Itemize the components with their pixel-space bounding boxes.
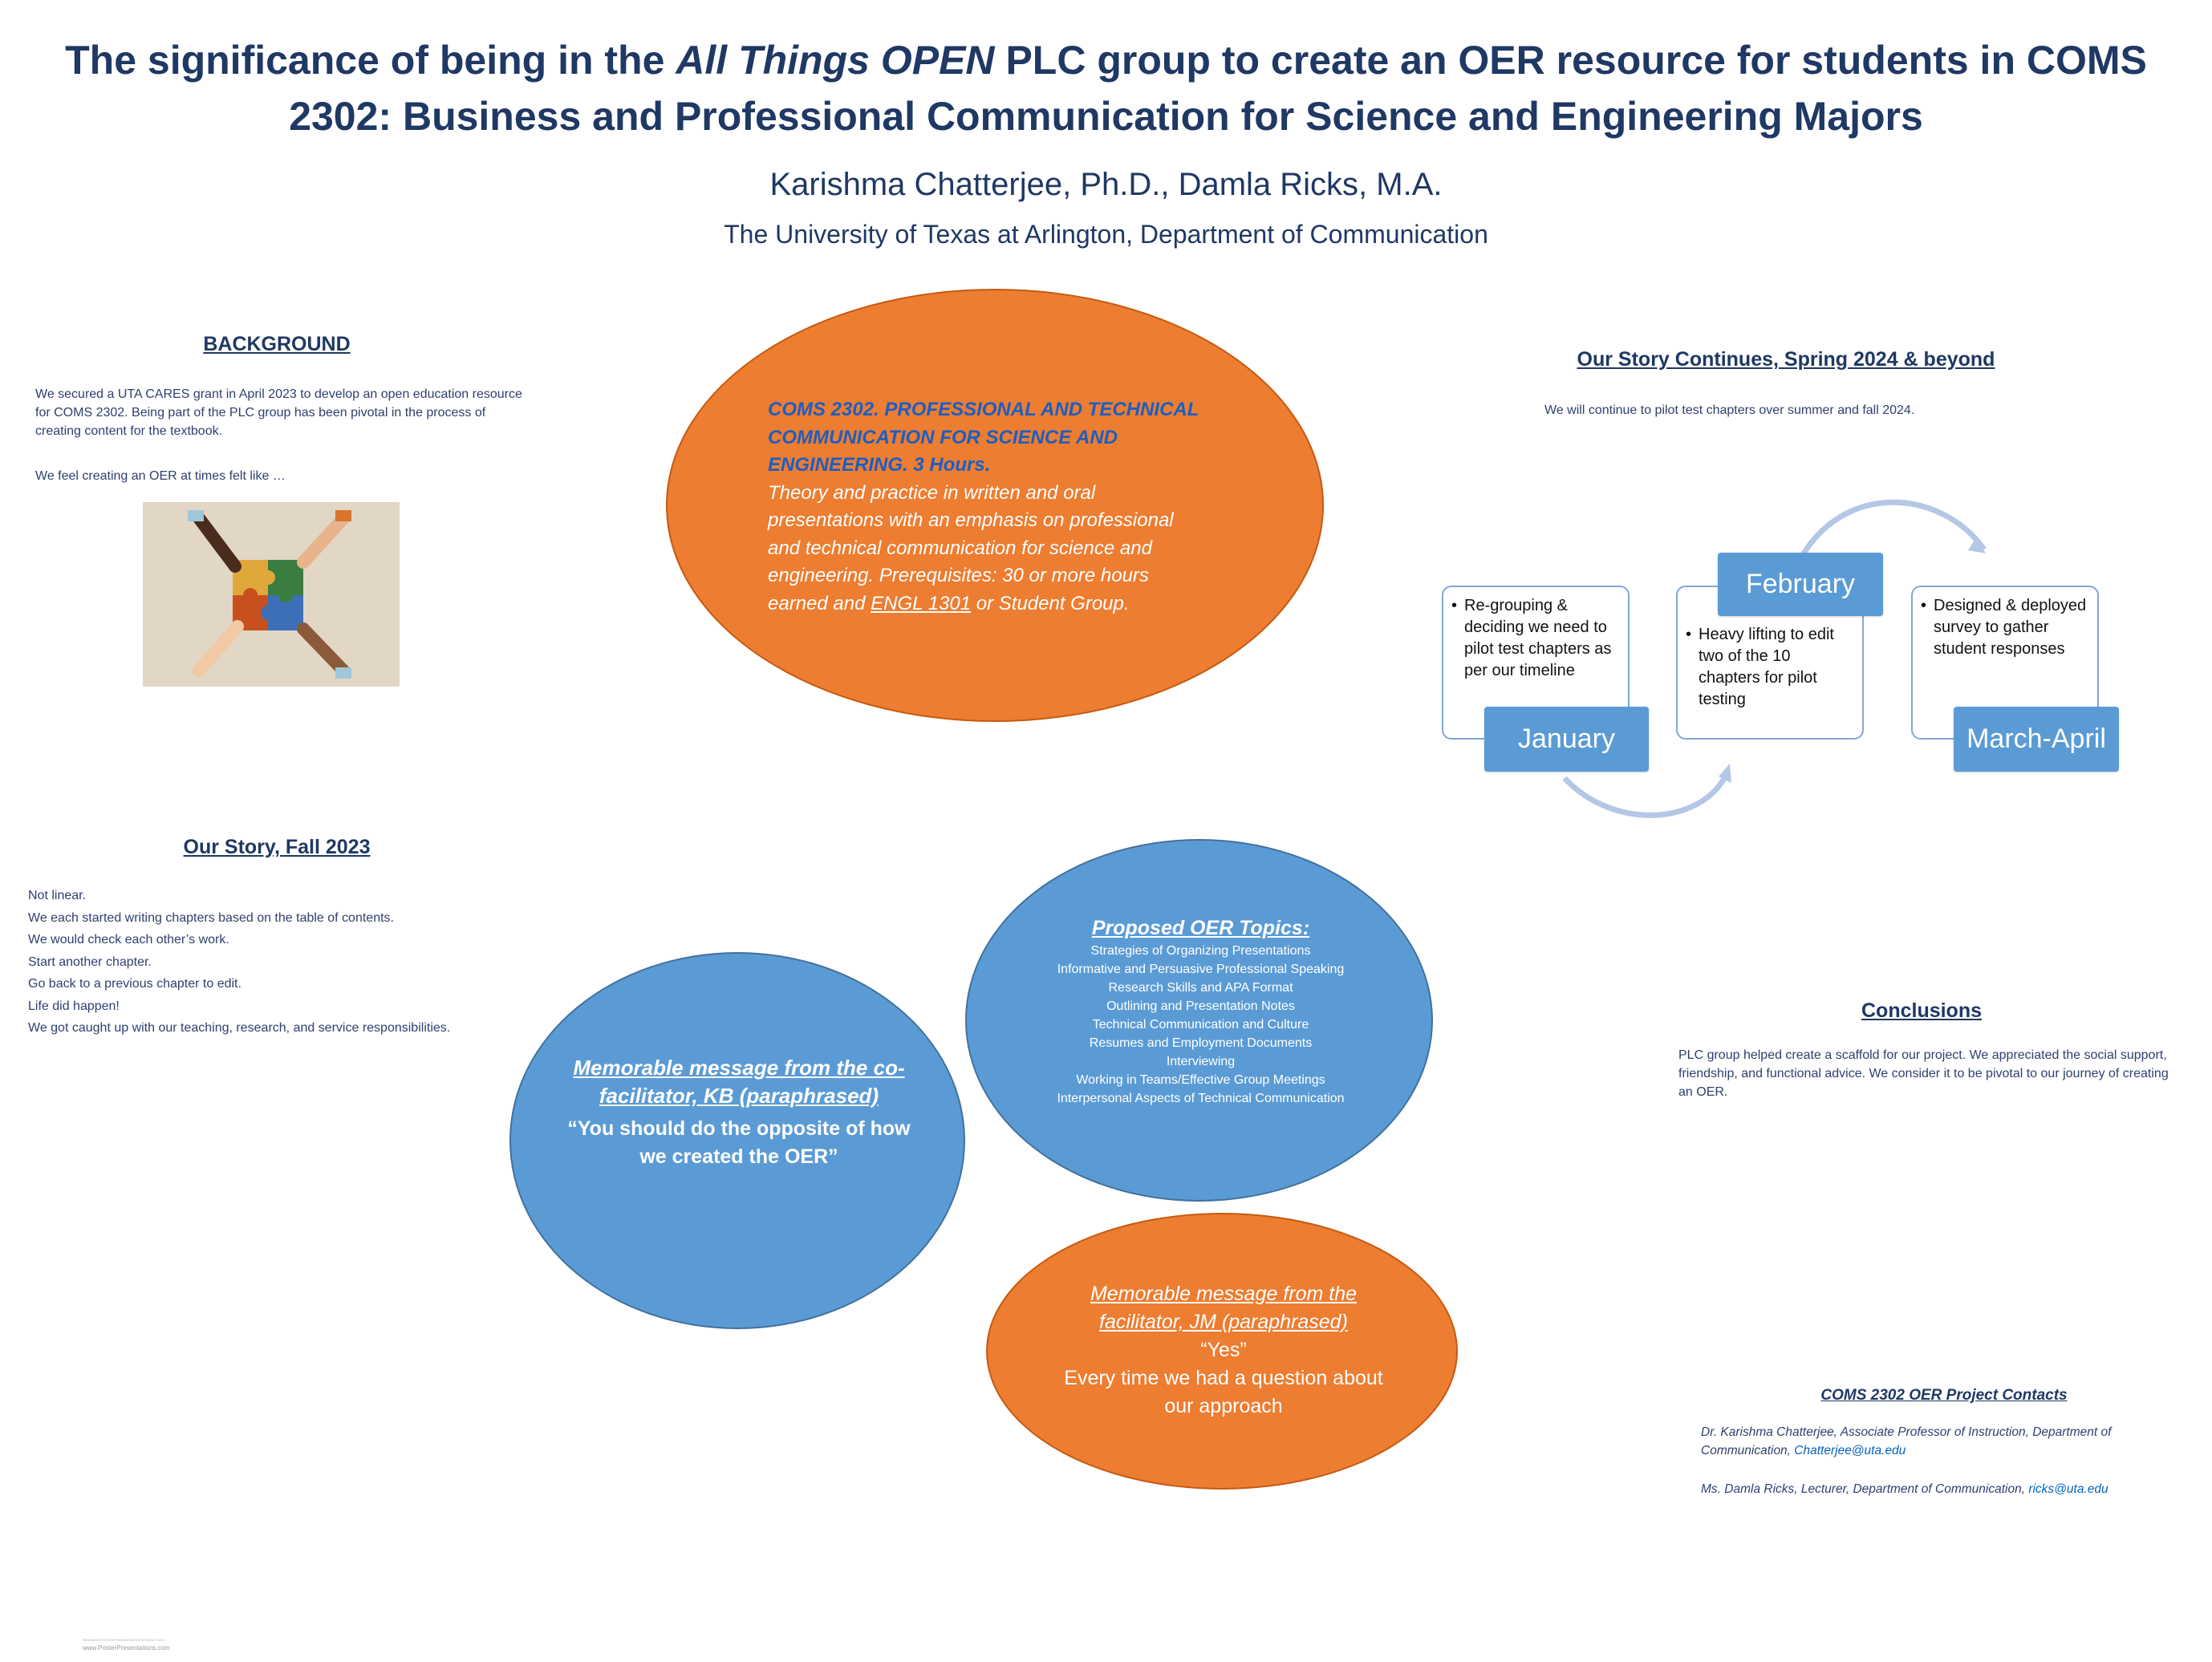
kb-quote: “You should do the opposite of how we cr… (567, 1117, 911, 1168)
ricks-email-link[interactable]: ricks@uta.edu (2028, 1482, 2109, 1496)
title-text-rest: PLC group to create an OER resource for … (289, 38, 2147, 139)
course-desc-line: earned and ENGL 1301 or Student Group. (768, 590, 1199, 618)
fall-line: Not linear. (28, 889, 87, 902)
authors: Karishma Chatterjee, Ph.D., Damla Ricks,… (769, 167, 1443, 202)
course-desc-text: earned and (768, 592, 871, 614)
step-bullet: Designed & deployed survey to gather stu… (1934, 595, 2089, 660)
poster-title: The significance of being in the All Thi… (48, 32, 2164, 144)
background-heading: BACKGROUND (203, 333, 351, 355)
contact-chatterjee: Dr. Karishma Chatterjee, Associate Profe… (1701, 1423, 2150, 1460)
engl-1301-link[interactable]: ENGL 1301 (871, 592, 972, 614)
arrowhead-icon (1719, 764, 1731, 783)
course-heading-line: ENGINEERING. 3 Hours. (768, 454, 991, 476)
background-feel: We feel creating an OER at times felt li… (35, 469, 286, 483)
month-january: January (1484, 707, 1649, 772)
puzzle-hands-image (143, 502, 400, 687)
course-description: COMS 2302. PROFESSIONAL AND TECHNICAL CO… (768, 396, 1199, 618)
timeline-arrows (1562, 499, 1987, 818)
title-text: The significance of being in the (65, 38, 676, 83)
topic-item: Working in Teams/Effective Group Meeting… (1076, 1073, 1325, 1087)
jm-message-ellipse: Memorable message from the facilitator, … (986, 1213, 1458, 1490)
topic-item: Technical Communication and Culture (1092, 1018, 1309, 1032)
conclusions-text: PLC group helped create a scaffold for o… (1678, 1048, 2169, 1099)
arrow-jan-to-feb (1562, 772, 1730, 818)
chatterjee-email-link[interactable]: Chatterjee@uta.edu (1794, 1444, 1906, 1457)
contact-text: Dr. Karishma Chatterjee, Associate Profe… (1701, 1425, 2112, 1457)
topics-ellipse: Proposed OER Topics: Strategies of Organ… (965, 839, 1433, 1202)
topics-heading: Proposed OER Topics: (1091, 917, 1310, 939)
affiliation: The University of Texas at Arlington, De… (724, 220, 1488, 249)
arrow-feb-to-march (1798, 499, 1987, 559)
contact-ricks: Ms. Damla Ricks, Lecturer, Department of… (1701, 1480, 2109, 1498)
topic-item: Informative and Persuasive Professional … (1057, 963, 1345, 976)
course-desc-line: and technical communication for science … (768, 537, 1152, 559)
course-desc-line: Theory and practice in written and oral (768, 481, 1096, 504)
jm-heading: Memorable message from the facilitator, … (1090, 1283, 1358, 1333)
jm-quote: “Yes” (1200, 1339, 1247, 1361)
course-desc-line: engineering. Prerequisites: 30 or more h… (768, 565, 1149, 586)
title-italic: All Things OPEN (676, 38, 995, 83)
course-desc: Theory and practice in written and oral … (768, 480, 1199, 618)
fall-line: Life did happen! (28, 999, 120, 1013)
topic-item: Resumes and Employment Documents (1089, 1036, 1313, 1050)
course-heading-line: COMMUNICATION FOR SCIENCE AND (768, 426, 1118, 448)
spring-heading: Our Story Continues, Spring 2024 & beyon… (1577, 348, 1995, 371)
fall-heading: Our Story, Fall 2023 (183, 836, 371, 858)
fall-list: Not linear. We each started writing chap… (28, 885, 450, 1040)
month-march-april: March-April (1954, 707, 2119, 772)
kb-message-ellipse: Memorable message from the co-facilitato… (509, 952, 965, 1329)
kb-heading: Memorable message from the co-facilitato… (573, 1056, 905, 1108)
topic-item: Interpersonal Aspects of Technical Commu… (1057, 1092, 1345, 1105)
jm-text: Every time we had a question about our a… (1064, 1367, 1383, 1417)
step-bullet: Heavy lifting to edit two of the 10 chap… (1699, 624, 1854, 711)
topics-list: Strategies of Organizing Presentations I… (967, 942, 1435, 1108)
course-desc-line: presentations with an emphasis on profes… (768, 509, 1174, 531)
topic-item: Strategies of Organizing Presentations (1090, 944, 1311, 958)
footer-small: RESEARCH POSTER PRESENTATION DESIGN © 20… (83, 1638, 164, 1642)
course-desc-text: or Student Group. (971, 592, 1130, 614)
fall-line: We would check each other’s work. (28, 933, 229, 947)
conclusions-heading: Conclusions (1861, 999, 1983, 1022)
month-february: February (1718, 553, 1883, 616)
footer-site: www.PosterPresentations.com (83, 1644, 170, 1652)
arrowhead-icon (1968, 537, 1986, 553)
contact-text: Ms. Damla Ricks, Lecturer, Department of… (1701, 1482, 2029, 1496)
contacts-heading: COMS 2302 OER Project Contacts (1820, 1387, 2068, 1404)
spring-text: We will continue to pilot test chapters … (1544, 403, 1915, 417)
fall-line: We got caught up with our teaching, rese… (28, 1021, 451, 1035)
step-bullet: Re-grouping & deciding we need to pilot … (1464, 595, 1620, 682)
topic-item: Research Skills and APA Format (1108, 981, 1293, 995)
topic-item: Interviewing (1166, 1055, 1236, 1068)
fall-line: Start another chapter. (28, 955, 152, 969)
course-description-ellipse: COMS 2302. PROFESSIONAL AND TECHNICAL CO… (666, 289, 1324, 722)
topic-item: Outlining and Presentation Notes (1106, 999, 1295, 1013)
course-heading: COMS 2302. PROFESSIONAL AND TECHNICAL CO… (768, 396, 1199, 480)
course-heading-line: COMS 2302. PROFESSIONAL AND TECHNICAL (768, 399, 1199, 420)
fall-line: Go back to a previous chapter to edit. (28, 977, 241, 991)
background-paragraph: We secured a UTA CARES grant in April 20… (35, 387, 522, 438)
fall-line: We each started writing chapters based o… (28, 910, 394, 925)
